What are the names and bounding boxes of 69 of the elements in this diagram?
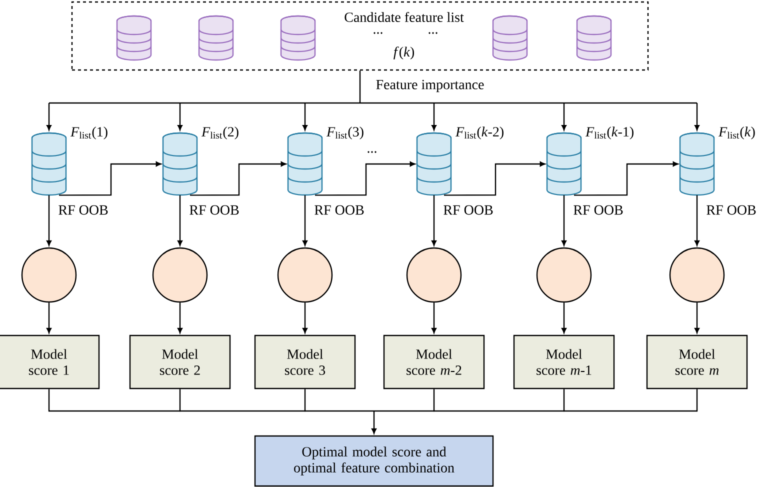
feature-list-label: F$_{list}$(3) — [326, 126, 364, 140]
circle — [406, 247, 462, 303]
arrow — [178, 103, 182, 130]
formula-label: f(k) — [394, 46, 414, 60]
branch-line — [434, 102, 564, 104]
edge-label: RF OOB — [313, 204, 366, 216]
arrow — [694, 302, 700, 334]
score-box: Model score 3 — [254, 334, 356, 390]
feature-list-label: F$_{list}$(k-1) — [585, 126, 634, 140]
database-cylinder — [679, 132, 715, 196]
score-box: Model score m-2 — [383, 334, 485, 390]
arrow — [46, 195, 52, 246]
database-cylinder — [546, 132, 582, 196]
arrow — [302, 302, 308, 334]
arrow — [178, 302, 182, 334]
branch-line — [305, 102, 360, 104]
edge-label: RF OOB — [572, 204, 624, 216]
arrow — [432, 195, 436, 246]
edge-label: RF OOB — [705, 204, 758, 216]
arrow — [562, 103, 566, 130]
edge-label: RF OOB — [57, 204, 110, 216]
edge-label: RF OOB — [442, 204, 494, 216]
result-box: Optimal model score and optimal feature combination — [254, 435, 494, 487]
arrow — [432, 302, 436, 334]
database-cylinder — [162, 132, 198, 196]
ellipsis: ... — [428, 32, 438, 34]
arrow — [46, 302, 52, 334]
edge-label: RF OOB — [188, 204, 240, 216]
arrow — [694, 195, 700, 246]
score-box: Model score 1 — [0, 334, 100, 390]
arrow — [444, 162, 546, 196]
feature-list-label: F$_{list}$(1) — [70, 126, 108, 140]
arrow — [59, 162, 162, 196]
arrow — [694, 103, 700, 130]
ellipsis: ... — [374, 32, 382, 34]
database-cylinder — [416, 132, 452, 196]
arrow — [190, 162, 286, 196]
branch-line — [564, 102, 698, 104]
score-box: Model score m-1 — [513, 334, 615, 390]
arrow — [562, 195, 566, 246]
edge-label: ... — [366, 150, 378, 154]
dashed-box — [71, 1, 649, 71]
feature-list-label: F$_{list}$(k) — [718, 126, 755, 140]
merge-arrow — [49, 410, 698, 434]
arrow — [178, 195, 182, 246]
circle — [152, 247, 208, 303]
arrow — [302, 195, 308, 246]
circle — [21, 247, 77, 303]
circle — [536, 247, 592, 303]
score-box: Model score 2 — [129, 334, 231, 390]
circle — [277, 247, 333, 303]
arrow — [432, 103, 436, 130]
database-cylinder — [31, 132, 67, 196]
edge-label: Feature importance — [374, 78, 486, 94]
arrow — [562, 302, 566, 334]
feature-list-label: F$_{list}$(k-2) — [455, 126, 504, 140]
arrow — [302, 103, 308, 130]
branch-line — [359, 70, 361, 103]
circle — [669, 247, 725, 303]
feature-list-label: F$_{list}$(2) — [201, 126, 238, 140]
branch-line — [180, 102, 305, 104]
database-cylinder — [287, 132, 323, 196]
box-title: Candidate feature list — [344, 12, 464, 22]
score-box: Model score m — [646, 334, 748, 390]
branch-line — [360, 102, 434, 104]
branch-line — [49, 102, 180, 104]
arrow — [46, 103, 52, 130]
arrow — [574, 162, 678, 196]
arrow — [315, 162, 416, 196]
